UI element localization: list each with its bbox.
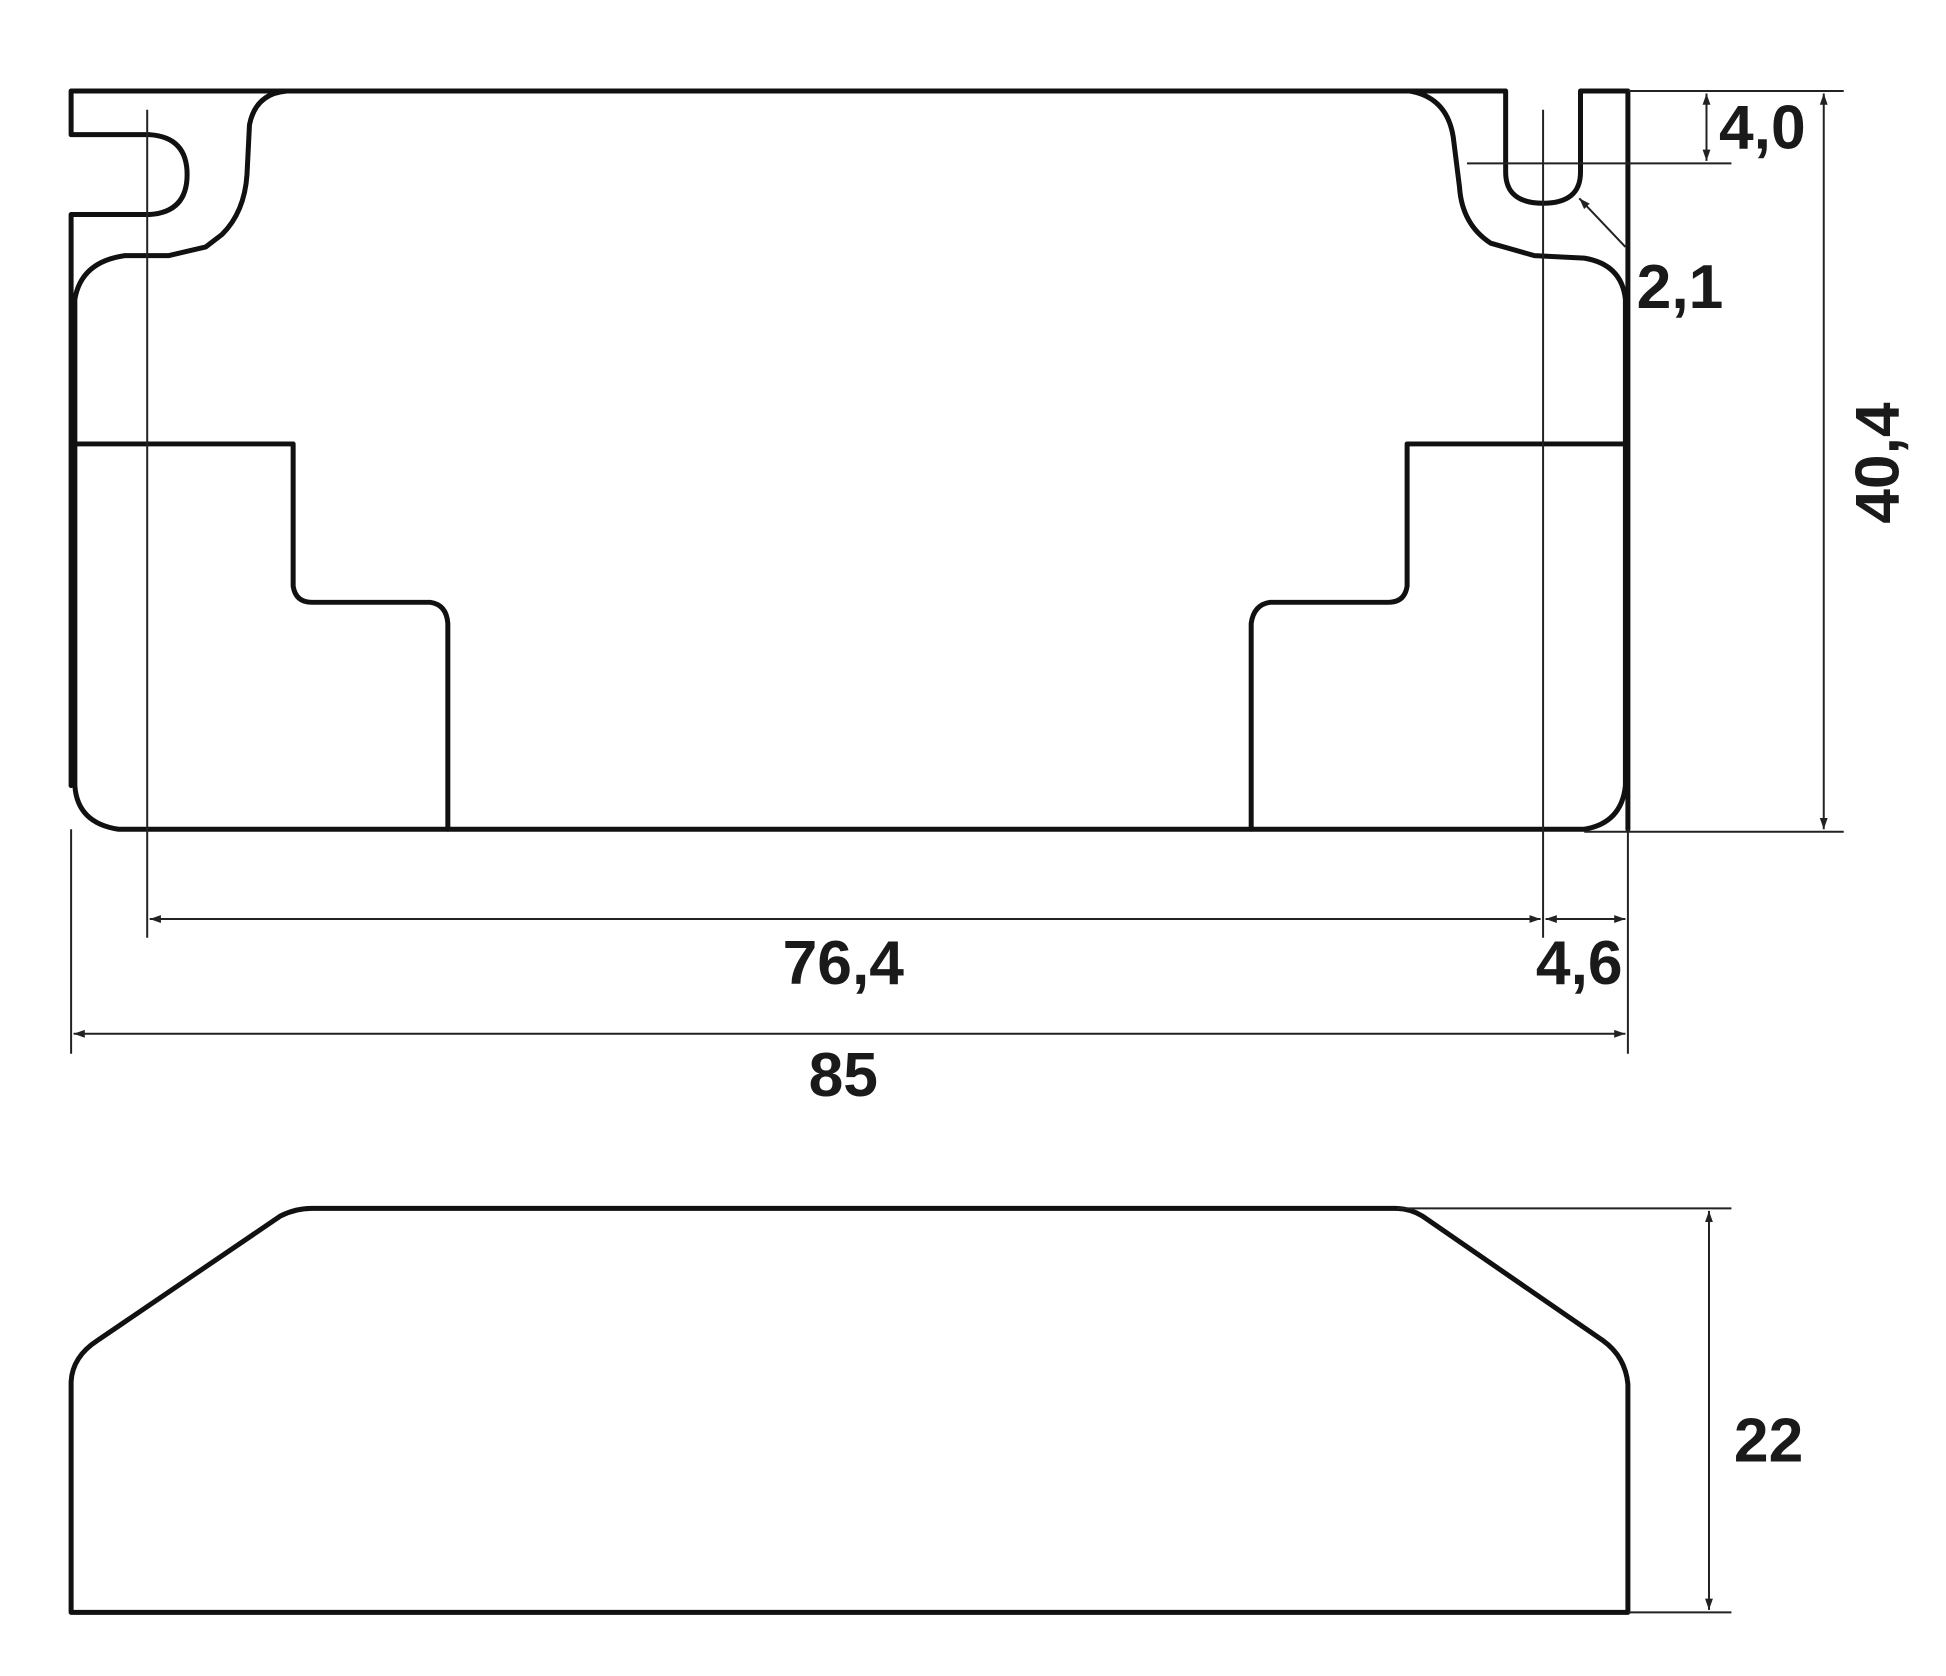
- side-view-outline: [68, 1205, 1631, 1615]
- dim-label-height: 22: [1734, 1407, 1803, 1476]
- top-view-flange-outline: [68, 88, 1631, 832]
- dim-label-slot-depth: 4,0: [1719, 93, 1806, 162]
- top-view-body-outline: [72, 88, 1628, 832]
- dim-label-slot-radius: 2,1: [1637, 253, 1724, 322]
- top-view-right-step: [1248, 441, 1628, 832]
- top-view-left-step: [72, 441, 451, 832]
- dim-label-hole-spacing: 76,4: [783, 929, 905, 998]
- side-view: 22: [68, 1205, 1803, 1615]
- dim-label-hole-edge-offset: 4,6: [1536, 929, 1623, 998]
- top-view: 4,0 2,1 40,4 76,4 4,6 85: [68, 88, 1913, 1110]
- dim-label-overall-length: 85: [809, 1041, 878, 1110]
- dim-label-overall-width: 40,4: [1844, 402, 1913, 524]
- dim-leader-slot-radius: [1578, 197, 1627, 248]
